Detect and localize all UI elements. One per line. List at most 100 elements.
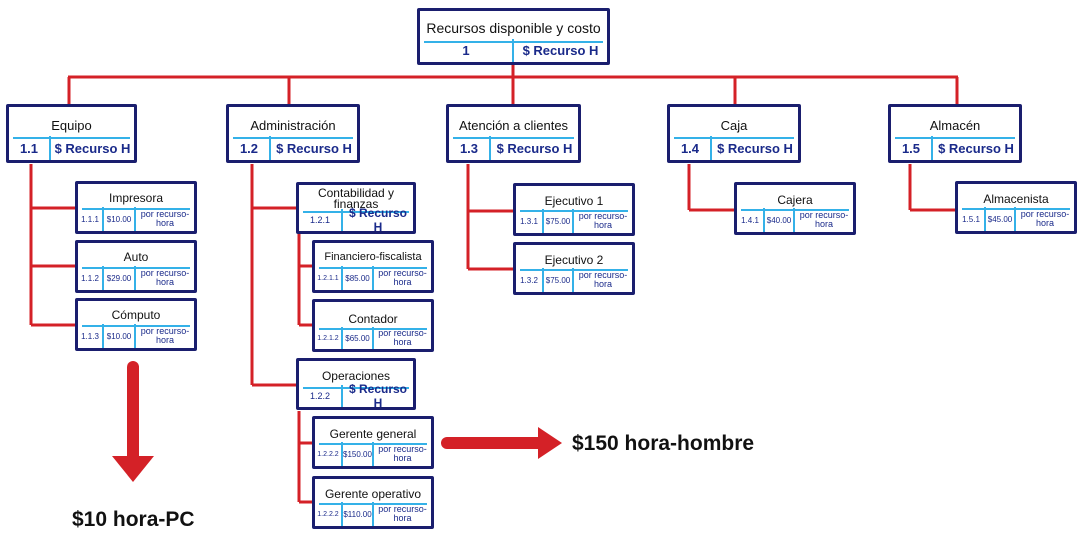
leaf-cost: $45.00 xyxy=(984,207,1014,231)
leaf-title: Ejecutivo 1 xyxy=(544,194,604,208)
arrow-right-manager xyxy=(441,427,562,459)
leaf-unit: por recurso-hora xyxy=(1014,207,1074,231)
root-node: Recursos disponible y costo 1 $ Recurso … xyxy=(417,8,610,65)
category-code: 1.5 xyxy=(901,140,921,156)
category-equipo: Equipo 1.1 $ Recurso H xyxy=(6,104,137,163)
leaf-code: 1.2.2.2 xyxy=(317,450,339,458)
leaf-title: Almacenista xyxy=(983,192,1049,206)
leaf-unit: por recurso-hora xyxy=(793,208,853,232)
tree-connectors xyxy=(29,64,959,504)
leaf-code: 1.1.1 xyxy=(81,214,99,224)
leaf-code: 1.5.1 xyxy=(962,214,980,224)
separator xyxy=(674,137,794,139)
manager-rate-label: $150 hora-hombre xyxy=(572,432,755,455)
category-atencion-clientes: Atención a clientes 1.3 $ Recurso H xyxy=(446,104,581,163)
leaf-code: 1.1.2 xyxy=(81,273,99,283)
root-code: 1 xyxy=(462,43,470,58)
leaf-unit: por recurso-hora xyxy=(572,268,632,292)
separator xyxy=(962,208,1070,210)
leaf-code: 1.2.2.2 xyxy=(317,510,339,518)
separator xyxy=(520,210,628,212)
separator xyxy=(82,208,190,210)
leaf-title: Cómputo xyxy=(111,308,161,322)
leaf-unit: por recurso-hora xyxy=(134,207,194,231)
leaf-cost: $110.00 xyxy=(341,502,372,526)
leaf-financiero-fiscalista: Financiero-fiscalista 1.2.1.1 $85.00 por… xyxy=(312,240,434,293)
leaf-unit: por recurso-hora xyxy=(372,266,431,290)
subgroup-value: $ Recurso H xyxy=(341,206,413,234)
category-almacen: Almacén 1.5 $ Recurso H xyxy=(888,104,1022,163)
leaf-title: Gerente general xyxy=(329,427,417,441)
category-value: $ Recurso H xyxy=(489,136,578,160)
category-value: $ Recurso H xyxy=(710,136,798,160)
leaf-ejecutivo-1: Ejecutivo 1 1.3.1 $75.00 por recurso-hor… xyxy=(513,183,635,236)
leaf-unit: por recurso-hora xyxy=(572,209,632,233)
leaf-cost: $10.00 xyxy=(102,207,134,231)
category-code: 1.4 xyxy=(680,140,700,156)
leaf-unit: por recurso-hora xyxy=(134,324,194,348)
category-administracion: Administración 1.2 $ Recurso H xyxy=(226,104,360,163)
subgroup-title: Operaciones xyxy=(321,369,391,383)
category-title: Administración xyxy=(250,118,336,133)
separator xyxy=(741,209,849,211)
subgroup-contabilidad-finanzas: Contabilidad y finanzas 1.2.1 $ Recurso … xyxy=(296,182,416,234)
root-value: $ Recurso H xyxy=(512,39,607,62)
category-title: Atención a clientes xyxy=(458,118,569,133)
leaf-code: 1.3.2 xyxy=(520,275,538,285)
leaf-title: Gerente operativo xyxy=(324,487,422,501)
subgroup-code: 1.2.2 xyxy=(309,391,331,401)
leaf-almacenista: Almacenista 1.5.1 $45.00 por recurso-hor… xyxy=(955,181,1077,234)
separator xyxy=(233,137,353,139)
category-code: 1.1 xyxy=(19,140,39,156)
subgroup-code: 1.2.1 xyxy=(309,215,331,225)
separator xyxy=(303,211,409,213)
category-value: $ Recurso H xyxy=(269,136,357,160)
leaf-cost: $10.00 xyxy=(102,324,134,348)
leaf-title: Ejecutivo 2 xyxy=(544,253,604,267)
category-code: 1.3 xyxy=(459,140,479,156)
leaf-cost: $40.00 xyxy=(763,208,793,232)
subgroup-value: $ Recurso H xyxy=(341,382,413,410)
leaf-cost: $29.00 xyxy=(102,266,134,290)
leaf-title: Auto xyxy=(123,250,149,264)
separator xyxy=(82,325,190,327)
leaf-auto: Auto 1.1.2 $29.00 por recurso-hora xyxy=(75,240,197,293)
separator xyxy=(895,137,1015,139)
leaf-code: 1.2.1.2 xyxy=(317,334,339,342)
leaf-cost: $75.00 xyxy=(542,209,572,233)
category-title: Almacén xyxy=(929,118,981,133)
separator xyxy=(13,137,130,139)
leaf-unit: por recurso-hora xyxy=(372,442,431,466)
subgroup-operaciones: Operaciones 1.2.2 $ Recurso H xyxy=(296,358,416,410)
leaf-cost: $85.00 xyxy=(341,266,372,290)
leaf-cost: $65.00 xyxy=(341,327,372,349)
separator xyxy=(82,267,190,269)
leaf-title: Contador xyxy=(348,312,398,326)
separator xyxy=(520,269,628,271)
root-title: Recursos disponible y costo xyxy=(426,20,601,36)
leaf-code: 1.3.1 xyxy=(520,216,538,226)
leaf-computo: Cómputo 1.1.3 $10.00 por recurso-hora xyxy=(75,298,197,351)
leaf-cost: $150.00 xyxy=(341,442,372,466)
category-title: Equipo xyxy=(51,118,92,133)
pc-rate-label: $10 hora-PC xyxy=(72,508,195,531)
separator xyxy=(453,137,574,139)
leaf-gerente-general: Gerente general 1.2.2.2 $150.00 por recu… xyxy=(312,416,434,469)
leaf-gerente-operativo: Gerente operativo 1.2.2.2 $110.00 por re… xyxy=(312,476,434,529)
category-caja: Caja 1.4 $ Recurso H xyxy=(667,104,801,163)
leaf-code: 1.4.1 xyxy=(741,215,759,225)
arrow-down-pc xyxy=(112,361,154,482)
category-value: $ Recurso H xyxy=(49,136,134,160)
leaf-ejecutivo-2: Ejecutivo 2 1.3.2 $75.00 por recurso-hor… xyxy=(513,242,635,295)
leaf-contador: Contador 1.2.1.2 $65.00 por recurso-hora xyxy=(312,299,434,352)
leaf-code: 1.1.3 xyxy=(81,331,99,341)
separator xyxy=(303,387,409,389)
leaf-cajera: Cajera 1.4.1 $40.00 por recurso-hora xyxy=(734,182,856,235)
leaf-title: Impresora xyxy=(108,191,164,205)
leaf-unit: por recurso-hora xyxy=(134,266,194,290)
leaf-title: Financiero-fiscalista xyxy=(324,251,422,263)
leaf-title: Cajera xyxy=(777,193,813,207)
leaf-unit: por recurso-hora xyxy=(372,327,431,349)
category-code: 1.2 xyxy=(239,140,259,156)
